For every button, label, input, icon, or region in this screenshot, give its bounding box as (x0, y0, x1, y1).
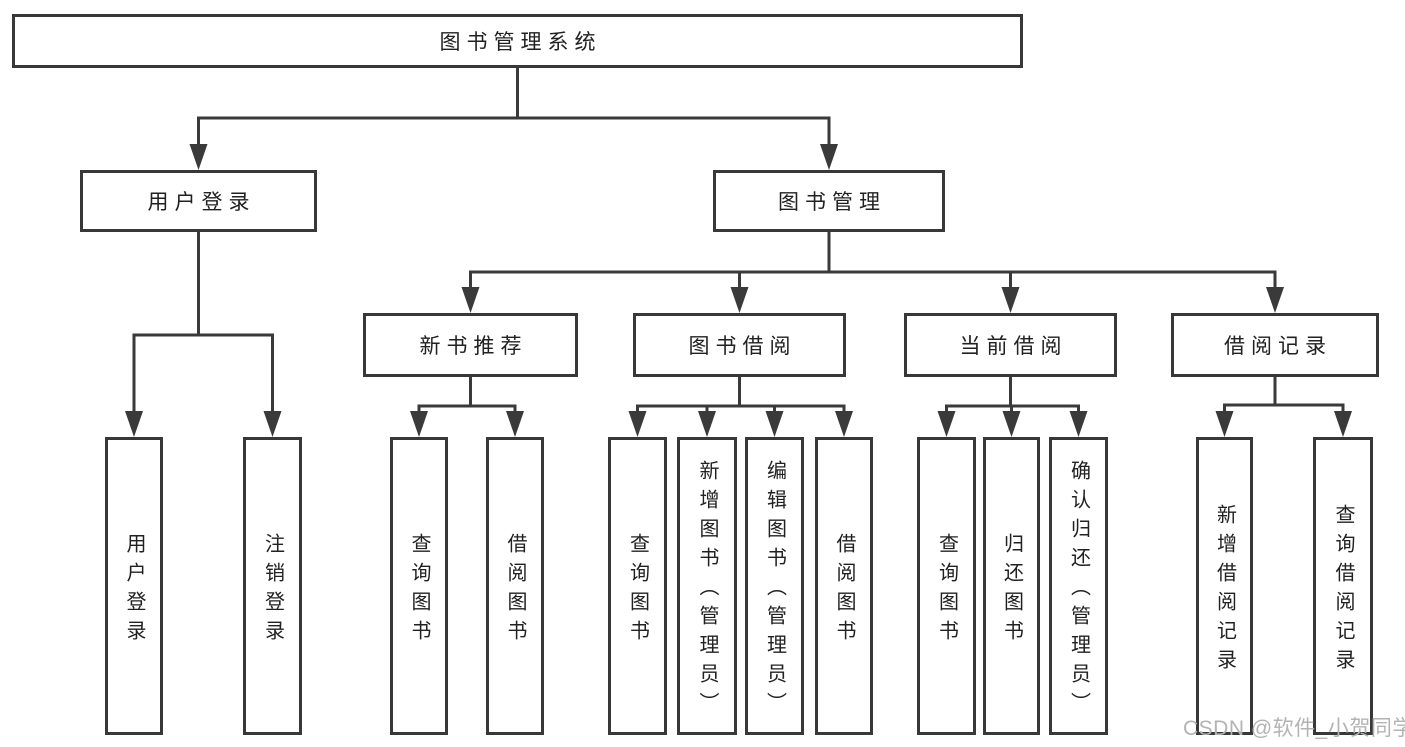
node-box-rec: 新书推荐 (363, 313, 578, 377)
arrowhead-icon (1215, 411, 1234, 437)
node-box-current: 当前借阅 (904, 313, 1117, 377)
node-box-root: 图书管理系统 (12, 14, 1023, 68)
node-label-r2: 借阅图书 (504, 532, 526, 649)
node-label-d1: 新增借阅记录 (1213, 503, 1236, 678)
arrowhead-icon (765, 411, 784, 437)
node-box-r2: 借阅图书 (486, 437, 544, 735)
arrowhead-icon (263, 411, 282, 437)
node-box-c1: 查询图书 (917, 437, 976, 735)
arrowhead-icon (1002, 411, 1021, 437)
node-box-b4: 借阅图书 (815, 437, 873, 735)
node-box-u2: 注销登录 (243, 437, 302, 735)
node-box-d1: 新增借阅记录 (1196, 437, 1253, 735)
node-label-current: 当前借阅 (959, 335, 1068, 358)
arrowhead-icon (820, 144, 838, 170)
node-label-b2: 新增图书（管理员） (696, 460, 718, 721)
node-box-login: 用户登录 (80, 170, 317, 232)
node-label-root: 图书管理系统 (439, 31, 602, 54)
node-label-b1: 查询图书 (626, 532, 649, 649)
node-label-mgmt: 图书管理 (778, 191, 886, 214)
watermark-text: CSDN @软件_小贺同学 (1183, 717, 1405, 740)
node-label-b4: 借阅图书 (833, 532, 855, 649)
node-label-d2: 查询借阅记录 (1332, 503, 1354, 678)
arrowhead-icon (461, 287, 480, 313)
arrowhead-icon (410, 411, 428, 437)
node-label-borrow: 图书借阅 (688, 335, 797, 358)
node-label-c2: 归还图书 (1000, 532, 1023, 649)
arrowhead-icon (937, 411, 956, 437)
node-box-r1: 查询图书 (390, 437, 448, 735)
arrowhead-icon (628, 411, 647, 437)
node-label-record: 借阅记录 (1224, 335, 1332, 358)
node-box-c3: 确认归还（管理员） (1049, 437, 1108, 735)
node-box-b2: 新增图书（管理员） (677, 437, 737, 735)
node-label-u2: 注销登录 (261, 532, 284, 649)
node-label-c3: 确认归还（管理员） (1067, 460, 1090, 721)
node-box-c2: 归还图书 (983, 437, 1040, 735)
node-box-borrow: 图书借阅 (633, 313, 846, 377)
node-box-b1: 查询图书 (608, 437, 667, 735)
node-box-b3: 编辑图书（管理员） (745, 437, 804, 735)
node-label-login: 用户登录 (147, 191, 256, 214)
node-box-d2: 查询借阅记录 (1313, 437, 1373, 735)
node-label-u1: 用户登录 (123, 532, 145, 649)
node-box-mgmt: 图书管理 (713, 170, 945, 232)
arrowhead-icon (698, 411, 716, 437)
node-label-r1: 查询图书 (408, 532, 430, 649)
arrowhead-icon (1266, 287, 1284, 313)
arrowhead-icon (125, 411, 143, 437)
node-box-record: 借阅记录 (1171, 313, 1379, 377)
arrowhead-icon (1001, 287, 1020, 313)
arrowhead-icon (1334, 411, 1352, 437)
node-box-u1: 用户登录 (105, 437, 163, 735)
node-label-c1: 查询图书 (935, 532, 958, 649)
arrowhead-icon (1069, 411, 1088, 437)
arrowhead-icon (506, 411, 524, 437)
node-label-rec: 新书推荐 (419, 335, 528, 358)
arrowhead-icon (730, 287, 749, 313)
node-label-b3: 编辑图书（管理员） (763, 460, 786, 721)
arrowhead-icon (189, 144, 208, 170)
arrowhead-icon (835, 411, 853, 437)
